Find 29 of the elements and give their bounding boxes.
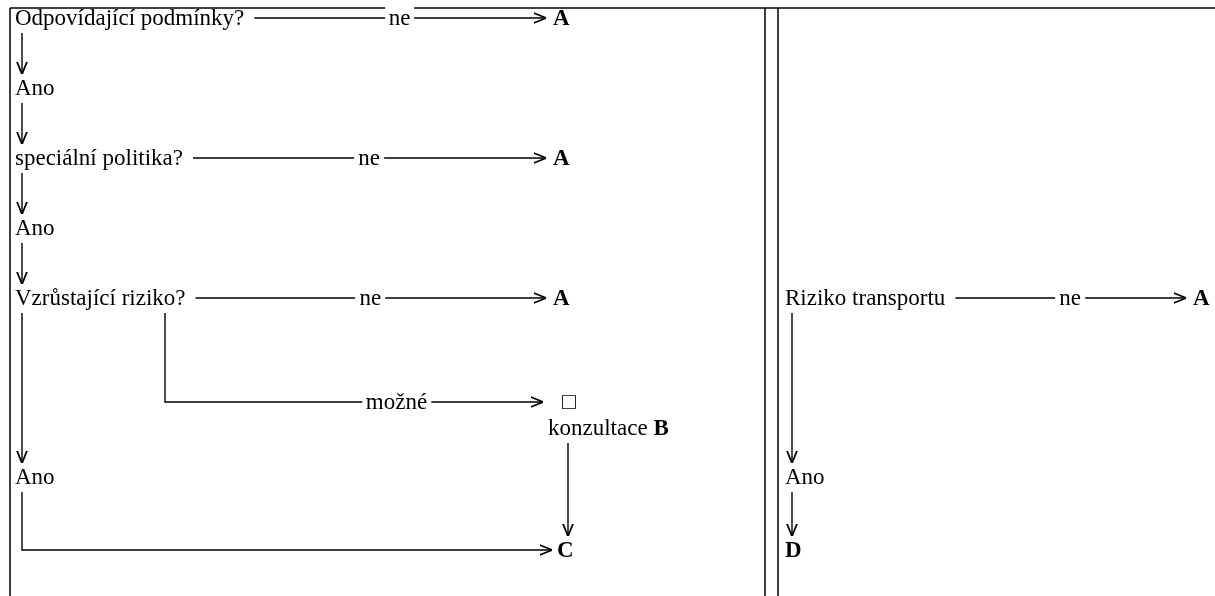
arrow bbox=[253, 12, 548, 24]
flow-step-text: A bbox=[553, 5, 570, 31]
flow-step-text: A bbox=[553, 145, 570, 171]
arrow bbox=[192, 152, 548, 164]
arrow bbox=[954, 292, 1188, 304]
flow-step-text: Ano bbox=[15, 215, 55, 241]
arrow bbox=[16, 242, 28, 286]
arrow bbox=[786, 312, 798, 465]
flow-step-text: D bbox=[785, 537, 802, 563]
flow-step-text: Ano bbox=[785, 464, 825, 490]
arrow bbox=[16, 102, 28, 146]
flow-step-text: Ano bbox=[15, 75, 55, 101]
flow-step-text: A bbox=[553, 285, 570, 311]
flow-step-text: speciální politika? bbox=[15, 145, 183, 171]
flow-step-text: A bbox=[1193, 285, 1210, 311]
flow-step-text: konzultace B bbox=[548, 415, 669, 441]
flow-step-text: C bbox=[557, 537, 574, 563]
flow-step-text: Odpovídající podmínky? bbox=[15, 5, 245, 31]
flow-step-text: Ano bbox=[15, 464, 55, 490]
arrow bbox=[16, 312, 28, 465]
arrow bbox=[786, 491, 798, 538]
checkbox-symbol: □ bbox=[562, 389, 576, 415]
arrow bbox=[16, 172, 28, 216]
arrow bbox=[562, 442, 574, 538]
arrow bbox=[194, 292, 548, 304]
flow-step-text: Riziko transportu bbox=[785, 285, 946, 311]
arrow bbox=[21, 491, 554, 556]
arrow bbox=[16, 32, 28, 76]
flow-step-text: Vzrůstající riziko? bbox=[15, 285, 186, 311]
